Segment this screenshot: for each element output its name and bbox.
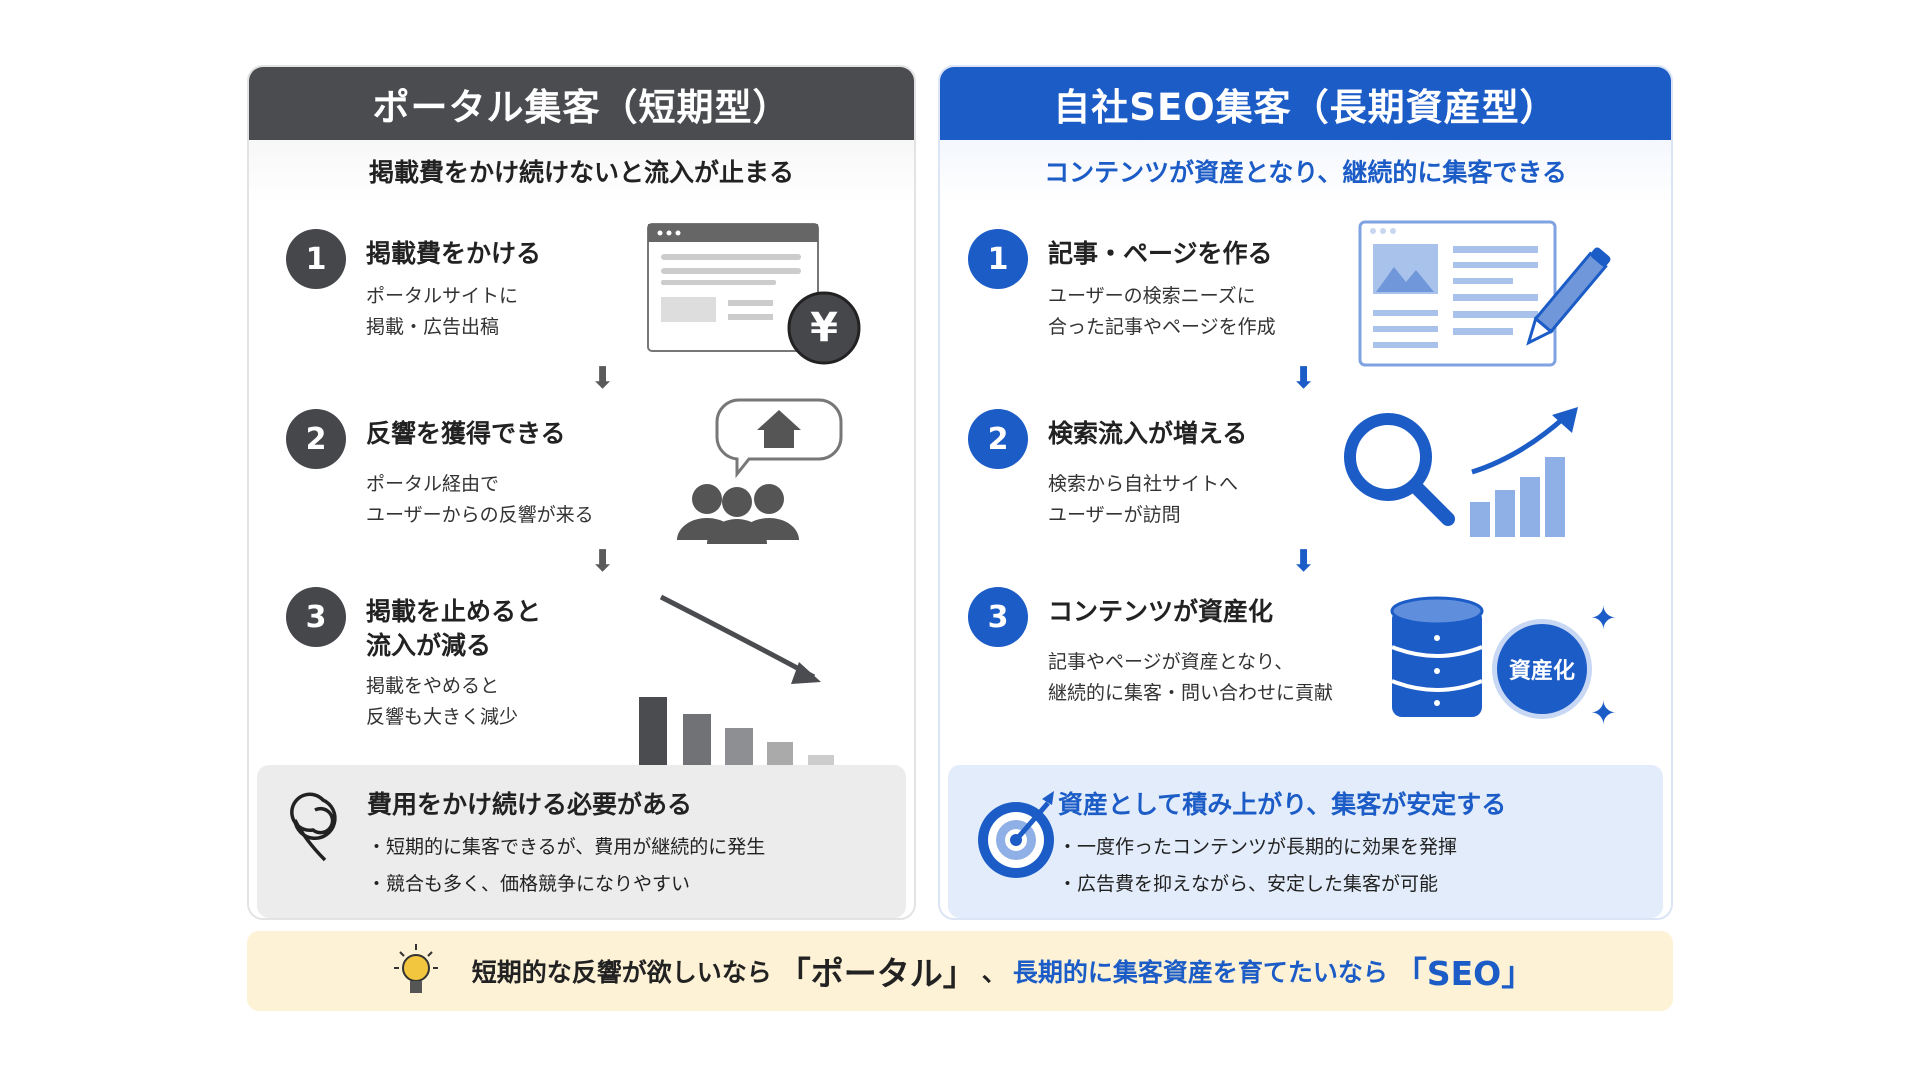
- summary-title: 費用をかけ続ける必要がある: [367, 790, 693, 819]
- step-desc: ポータルサイトに掲載・広告出稿: [366, 285, 519, 338]
- step-number: 3: [286, 587, 346, 647]
- summary-box: 費用をかけ続ける必要がある ・短期的に集客できるが、費用が継続的に発生 ・競合も…: [257, 765, 906, 918]
- sparkle-icon: ✦: [1590, 694, 1617, 732]
- step-number: 3: [968, 587, 1028, 647]
- banner-text-seo: 長期的に集客資産を育てたいなら: [1012, 958, 1388, 987]
- users-feedback-icon: [677, 398, 843, 544]
- lightbulb-icon: [393, 944, 438, 993]
- step-desc: ユーザーの検索ニーズに合った記事やページを作成: [1048, 285, 1276, 338]
- banner-text-portal: 短期的な反響が欲しいなら: [471, 958, 772, 987]
- article-edit-icon: [1358, 220, 1611, 367]
- step-number: 1: [968, 229, 1028, 289]
- summary-bullet: ・競合も多く、価格競争になりやすい: [367, 873, 691, 895]
- summary-title: 資産として積み上がり、集客が安定する: [1058, 790, 1507, 819]
- arrow-down-icon: ⬇: [590, 361, 616, 396]
- step-title: 掲載費をかける: [366, 239, 542, 268]
- yen-coin-icon: ¥: [787, 291, 861, 365]
- panel-subtitle: 掲載費をかけ続けないと流入が止まる: [249, 140, 914, 202]
- step-number: 2: [968, 409, 1028, 469]
- arrow-down-icon: ⬇: [1291, 544, 1317, 579]
- banner-portal-label: 「ポータル」: [777, 954, 976, 993]
- sparkle-icon: ✦: [1590, 599, 1617, 637]
- step-desc: 記事やページが資産となり、継続的に集客・問い合わせに貢献: [1048, 651, 1334, 704]
- seo-panel: 自社SEO集客（長期資産型） コンテンツが資産となり、継続的に集客できる 1 記…: [938, 65, 1673, 920]
- step-title: 検索流入が増える: [1048, 419, 1248, 448]
- portal-panel: ポータル集客（短期型） 掲載費をかけ続けないと流入が止まる 1 掲載費をかける …: [247, 65, 916, 920]
- arrow-down-icon: ⬇: [1291, 361, 1317, 396]
- panel-title: ポータル集客（短期型）: [249, 67, 914, 140]
- arrow-down-icon: ⬇: [590, 544, 616, 579]
- svg-text:¥: ¥: [810, 305, 838, 351]
- database-icon: [1390, 596, 1484, 717]
- step-title: 反響を獲得できる: [366, 419, 566, 448]
- banner-seo-label: 「SEO」: [1393, 954, 1535, 993]
- browser-yen-icon: [647, 223, 819, 352]
- summary-box: 資産として積み上がり、集客が安定する ・一度作ったコンテンツが長期的に効果を発揮…: [948, 765, 1663, 918]
- summary-bullet: ・一度作ったコンテンツが長期的に効果を発揮: [1058, 836, 1458, 858]
- step-number: 1: [286, 229, 346, 289]
- banner-separator: 、: [981, 958, 1007, 987]
- conclusion-banner: 短期的な反響が欲しいなら 「ポータル」 、 長期的に集客資産を育てたいなら 「S…: [247, 931, 1673, 1011]
- step-desc: 掲載をやめると反響も大きく減少: [366, 675, 519, 728]
- growth-chart-icon: [1470, 407, 1578, 537]
- summary-bullet: ・広告費を抑えながら、安定した集客が可能: [1058, 873, 1439, 895]
- panel-title: 自社SEO集客（長期資産型）: [940, 67, 1671, 140]
- panel-subtitle: コンテンツが資産となり、継続的に集客できる: [940, 140, 1671, 202]
- spiral-icon: [290, 792, 337, 862]
- target-icon: [978, 791, 1054, 878]
- step-desc: 検索から自社サイトへユーザーが訪問: [1048, 473, 1239, 526]
- summary-bullet: ・短期的に集客できるが、費用が継続的に発生: [367, 836, 766, 858]
- step-title: コンテンツが資産化: [1048, 597, 1274, 626]
- asset-badge: 資産化: [1492, 619, 1592, 719]
- step-number: 2: [286, 409, 346, 469]
- step-desc: ポータル経由でユーザーからの反響が来る: [366, 473, 594, 526]
- step-title: 掲載を止めると流入が減る: [366, 597, 542, 660]
- search-icon: [1344, 413, 1455, 526]
- step-title: 記事・ページを作る: [1048, 239, 1273, 268]
